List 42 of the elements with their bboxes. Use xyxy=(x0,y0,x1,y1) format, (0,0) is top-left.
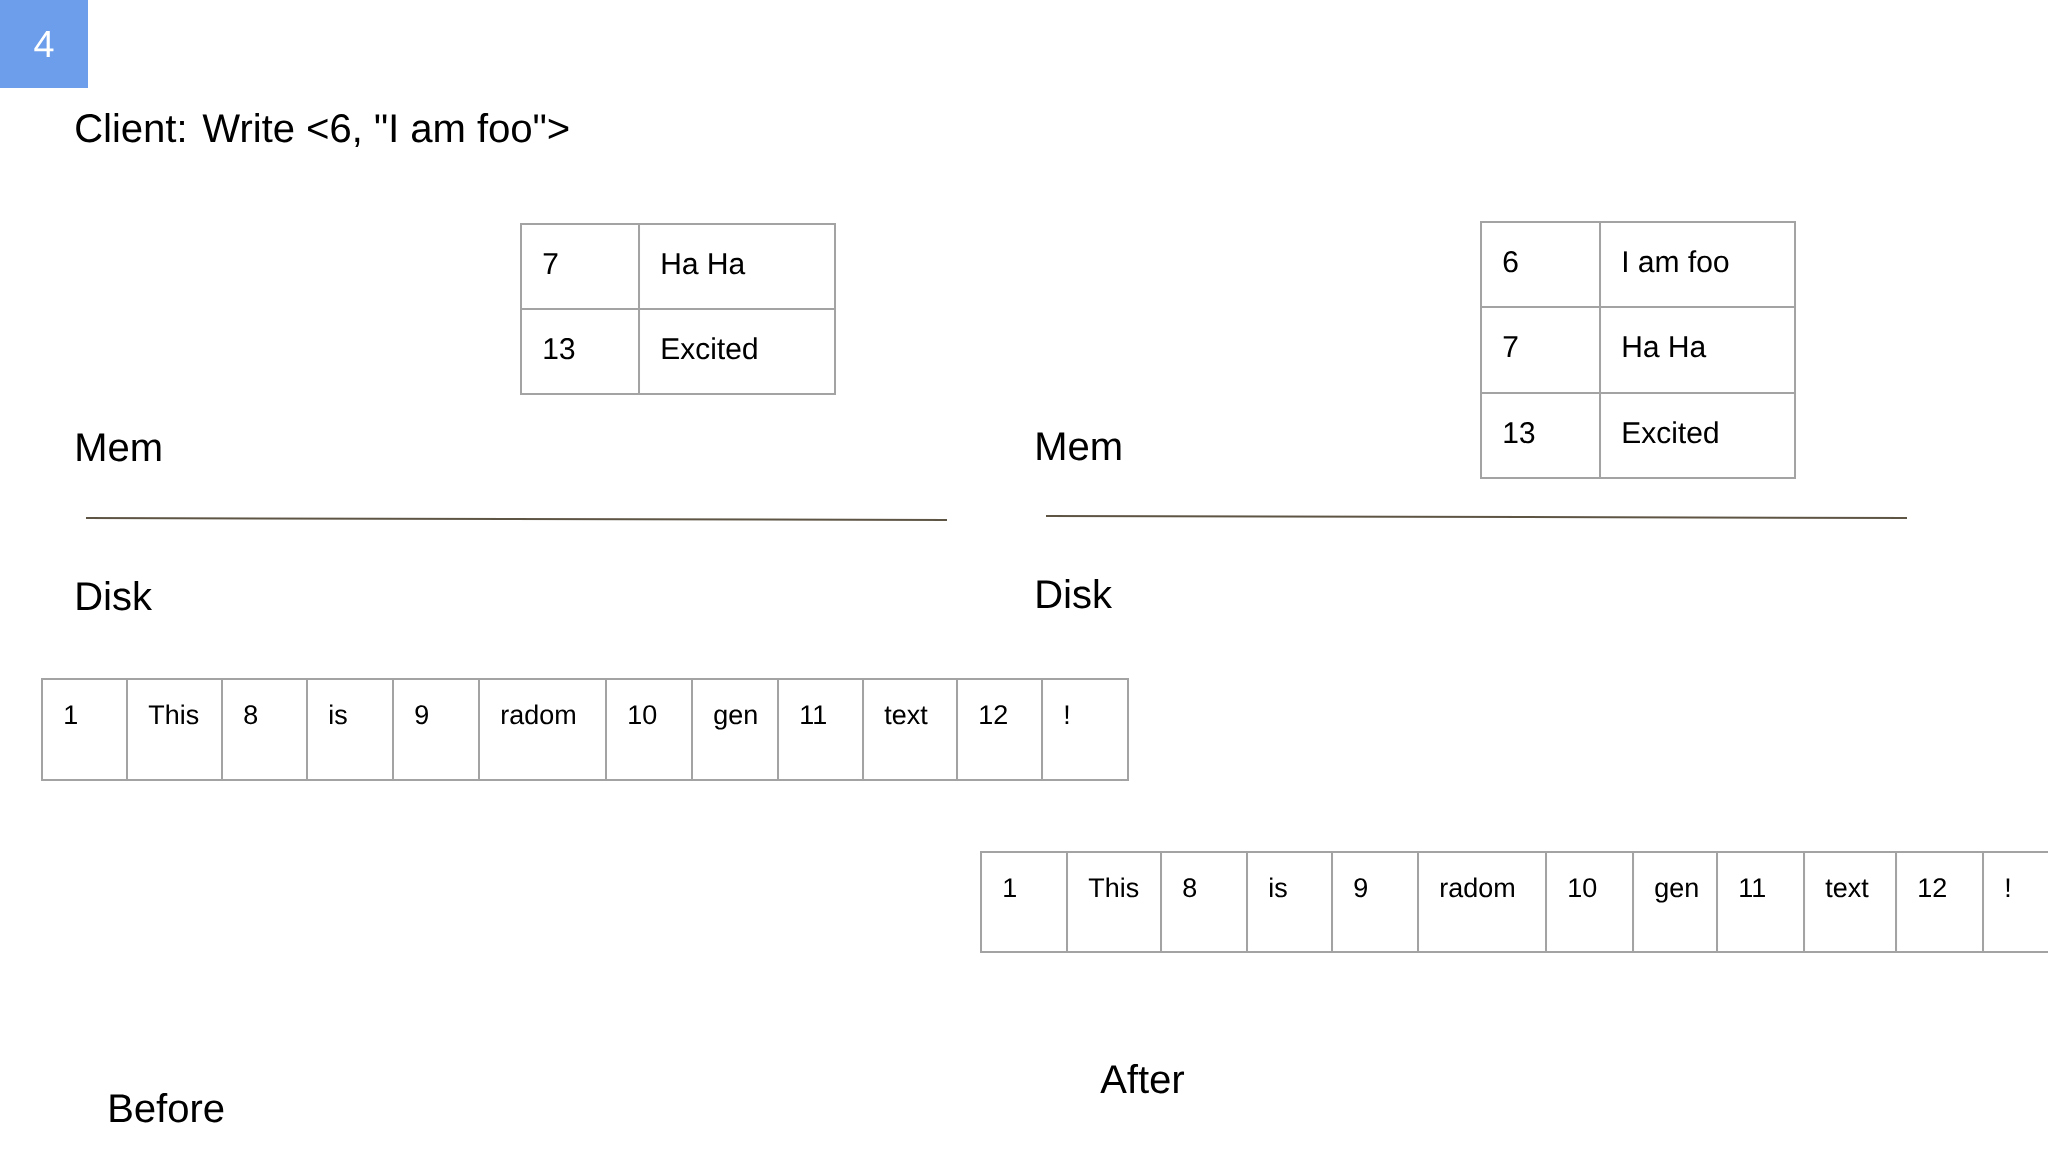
table-cell: 9 xyxy=(392,678,480,781)
table-cell: This xyxy=(1066,851,1162,953)
table-cell: is xyxy=(1246,851,1333,953)
table-cell: Ha Ha xyxy=(1599,306,1796,394)
table-cell: text xyxy=(862,678,958,781)
text-label: Mem xyxy=(77,433,161,462)
table-cell: This xyxy=(126,678,223,781)
table-cell: 12 xyxy=(1895,851,1984,953)
table-cell: 1 xyxy=(980,851,1068,953)
text-label: Before xyxy=(110,1093,224,1123)
text-label: Disk xyxy=(77,581,152,611)
table-cell: 6 xyxy=(1480,221,1601,308)
text-label: Mem xyxy=(1037,432,1121,461)
table-cell: 11 xyxy=(1716,851,1805,953)
table-cell: 7 xyxy=(1480,306,1601,394)
table-cell: 8 xyxy=(1160,851,1248,953)
table-cell: 13 xyxy=(520,308,640,395)
text-label: After xyxy=(1100,1064,1185,1094)
table-cell: 11 xyxy=(777,678,864,781)
table-cell: 7 xyxy=(520,223,640,310)
table-cell: 10 xyxy=(1545,851,1634,953)
table-cell: radom xyxy=(478,678,607,781)
table-cell: Excited xyxy=(638,308,836,395)
table-cell: 1 xyxy=(41,678,128,781)
slide-number-box: 4 xyxy=(0,0,88,88)
title: Client: Write <6, "I am foo"> xyxy=(76,113,569,148)
table-cell: gen xyxy=(1632,851,1718,953)
table-cell: 9 xyxy=(1331,851,1419,953)
table-cell: 8 xyxy=(221,678,308,781)
table-cell: Excited xyxy=(1599,392,1796,479)
text-label: Disk xyxy=(1037,579,1113,609)
table-cell: is xyxy=(306,678,394,781)
table-cell: 12 xyxy=(956,678,1043,781)
table-cell: 13 xyxy=(1480,392,1601,479)
table-cell: 10 xyxy=(605,678,693,781)
table-cell: gen xyxy=(691,678,779,781)
table-cell: I am foo xyxy=(1599,221,1796,308)
table-cell: ! xyxy=(1041,678,1129,781)
table-cell: radom xyxy=(1417,851,1547,953)
table-cell: ! xyxy=(1982,851,2048,953)
table-cell: text xyxy=(1803,851,1897,953)
table-cell: Ha Ha xyxy=(638,223,836,310)
